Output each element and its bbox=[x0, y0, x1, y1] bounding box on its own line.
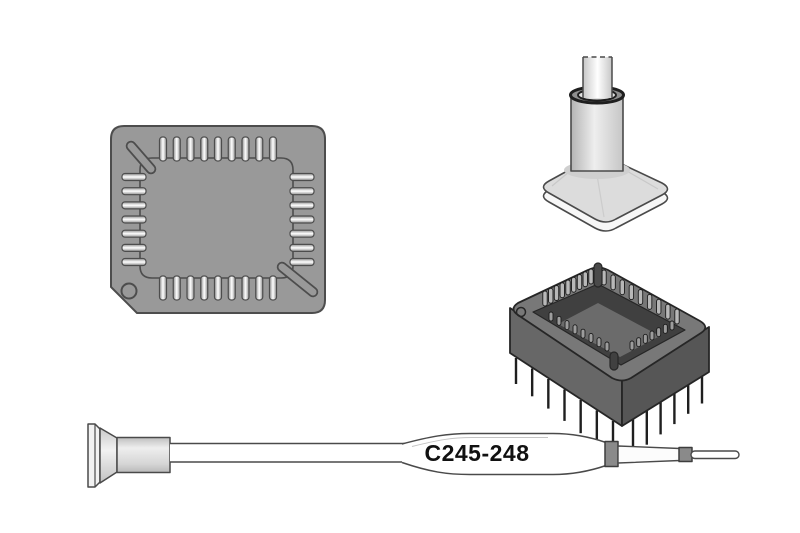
cartridge-flange bbox=[87, 423, 101, 488]
pin-slot-right bbox=[289, 215, 315, 224]
socket-contact-back-right bbox=[656, 298, 662, 315]
cartridge-body-highlight bbox=[411, 437, 548, 447]
pin-slot-bottom bbox=[255, 275, 264, 301]
socket-contact-back-left bbox=[571, 276, 577, 293]
socket-contact-front-left bbox=[580, 328, 586, 339]
socket-contact-back-left bbox=[542, 290, 548, 307]
pin-slot-left bbox=[121, 257, 147, 267]
pin-slot-top bbox=[200, 136, 209, 162]
pin-slot-bottom bbox=[213, 275, 223, 301]
tip-cylinder bbox=[570, 94, 624, 172]
cartridge-cone bbox=[99, 427, 118, 484]
cartridge-neck bbox=[617, 445, 681, 464]
pin-slot-right bbox=[289, 229, 315, 238]
pin-slot-bottom bbox=[200, 275, 209, 301]
pin-slot-right bbox=[289, 172, 315, 182]
socket-contact-front-left bbox=[564, 320, 570, 331]
socket-key-notch-bottom bbox=[609, 351, 619, 371]
socket-contact-back-right bbox=[610, 274, 616, 291]
pin-slot-right bbox=[289, 257, 315, 267]
plcc-pin-slots bbox=[121, 136, 315, 301]
socket-pin1-marker bbox=[515, 306, 527, 318]
socket-contact-back-right bbox=[628, 284, 635, 301]
desoldering-tip-3d bbox=[542, 56, 669, 232]
pin-slot-top bbox=[241, 136, 250, 162]
socket-key-slot-top bbox=[593, 262, 603, 288]
cartridge-tip-rod bbox=[690, 450, 740, 460]
pin-slot-bottom bbox=[158, 275, 168, 301]
pin-slot-left bbox=[121, 187, 147, 196]
pin-slot-bottom bbox=[186, 275, 195, 301]
tip-base-crease-front bbox=[596, 174, 605, 218]
pin-slot-top bbox=[172, 136, 181, 162]
cartridge-barrel bbox=[116, 436, 171, 474]
pin-slot-bottom bbox=[172, 275, 181, 301]
pin-slot-top bbox=[213, 136, 223, 162]
socket-contact-front-right bbox=[656, 327, 662, 338]
pin-slot-bottom bbox=[241, 275, 250, 301]
pin-slot-left bbox=[121, 243, 147, 252]
socket-cavity-floor bbox=[558, 303, 660, 357]
socket-contact-back-left bbox=[582, 271, 588, 288]
pin-slot-bottom bbox=[227, 275, 236, 301]
cartridge-ring-1 bbox=[604, 440, 619, 468]
socket-contact-back-right bbox=[665, 303, 671, 320]
cartridge-body-bottom-outline bbox=[401, 461, 607, 476]
socket-contact-back-left bbox=[565, 279, 571, 296]
socket-contact-front-left bbox=[572, 324, 578, 335]
plcc-inner-outline bbox=[139, 157, 294, 279]
socket-contact-front-left bbox=[548, 311, 554, 322]
socket-contact-back-left bbox=[553, 285, 560, 301]
socket-contact-back-left bbox=[559, 282, 565, 299]
cartridge-side-view: C245-248 bbox=[87, 423, 740, 488]
plcc-body-outline bbox=[110, 125, 326, 314]
pin-slot-left bbox=[121, 172, 147, 182]
pin-slot-right bbox=[289, 243, 315, 252]
socket-contact-front-right bbox=[662, 323, 668, 334]
pin-slot-top bbox=[227, 136, 236, 162]
plcc-socket-3d bbox=[509, 262, 710, 458]
pin-slot-top bbox=[186, 136, 195, 162]
socket-contact-back-right bbox=[619, 279, 625, 296]
pin-slot-top bbox=[255, 136, 264, 162]
pin-slot-left bbox=[121, 201, 147, 210]
socket-contact-back-left bbox=[588, 268, 594, 285]
socket-contact-back-right bbox=[646, 293, 653, 310]
socket-contact-front-right bbox=[649, 330, 655, 341]
socket-contact-front-right bbox=[669, 320, 675, 331]
pin-slot-left bbox=[121, 229, 147, 238]
socket-contact-front-left bbox=[604, 341, 610, 352]
pin-slot-right bbox=[289, 187, 315, 196]
cartridge-body-top-outline bbox=[401, 432, 607, 445]
pin-slot-bottom bbox=[268, 275, 278, 301]
pin-slot-left bbox=[121, 215, 147, 224]
plcc-pin1-marker bbox=[120, 282, 138, 300]
socket-contact-front-right bbox=[636, 337, 642, 348]
socket-contact-front-right bbox=[642, 333, 648, 344]
socket-contact-front-right bbox=[629, 340, 635, 351]
socket-contact-front-left bbox=[556, 315, 562, 326]
socket-contact-back-left bbox=[548, 287, 554, 304]
tip-shaft bbox=[583, 57, 612, 98]
plcc-key-notch-top-left-fill bbox=[127, 142, 155, 173]
cartridge-shaft bbox=[170, 443, 410, 462]
cartridge-label: C245-248 bbox=[424, 440, 529, 466]
cartridge-body-fill bbox=[402, 433, 606, 475]
socket-contact-back-left bbox=[576, 274, 583, 290]
socket-contact-back-right bbox=[637, 289, 644, 305]
socket-leaf-contacts bbox=[542, 268, 680, 352]
pin-slot-right bbox=[289, 201, 315, 210]
plcc-key-notch-bottom-right-fill bbox=[278, 263, 317, 296]
socket-contact-back-right bbox=[674, 308, 680, 325]
pin-slot-top bbox=[158, 136, 168, 162]
socket-contact-front-left bbox=[596, 337, 602, 348]
socket-contact-front-left bbox=[588, 332, 594, 343]
cartridge-ring-2 bbox=[678, 446, 693, 463]
pin-slot-top bbox=[268, 136, 278, 162]
plcc-footprint-top-view bbox=[110, 125, 326, 314]
